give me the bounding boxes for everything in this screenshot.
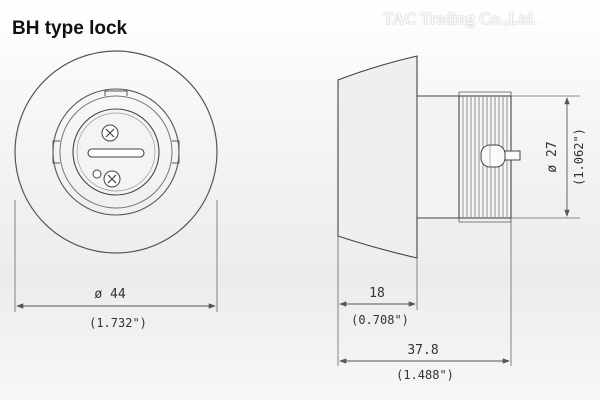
lower-screw-icon: [103, 170, 121, 188]
left-lug: [52, 140, 60, 164]
neck-body: [416, 95, 460, 219]
dim-label-diameter-44: ø 44: [94, 287, 125, 302]
dim-label-diameter-27-inch: (1.062"): [572, 128, 586, 186]
cylinder-inner-ring: [59, 95, 173, 209]
dim-label-total-37-8-inch: (1.488"): [396, 368, 454, 382]
dim-label-diameter-27: ø 27: [545, 141, 560, 172]
right-lug: [172, 140, 180, 164]
top-notch: [104, 90, 128, 96]
page-title: BH type lock: [12, 18, 128, 39]
cam-tail: [480, 144, 521, 168]
thread-lines: [462, 97, 508, 217]
outer-flange-circle: [14, 50, 218, 254]
dim-label-diameter-44-inch: (1.732"): [89, 316, 147, 330]
dim-label-total-37-8: 37.8: [407, 343, 438, 358]
dim-label-cap-18-inch: (0.708"): [351, 313, 409, 327]
keyplug-inner-edge: [76, 112, 156, 192]
flange-cap-profile: [337, 55, 418, 259]
thread-crest-outline: [458, 91, 512, 223]
brand-watermark: TAC Trading Co.,Ltd.: [383, 9, 538, 28]
keyway-slot: [87, 148, 145, 158]
side-view: ø 27 (1.062") 18 (0.708") 37.8 (1.488"): [337, 55, 586, 382]
front-view: ø 44 (1.732"): [14, 50, 218, 330]
pin-hole: [92, 169, 102, 179]
dim-label-cap-18: 18: [369, 286, 385, 301]
upper-screw-icon: [101, 124, 119, 142]
